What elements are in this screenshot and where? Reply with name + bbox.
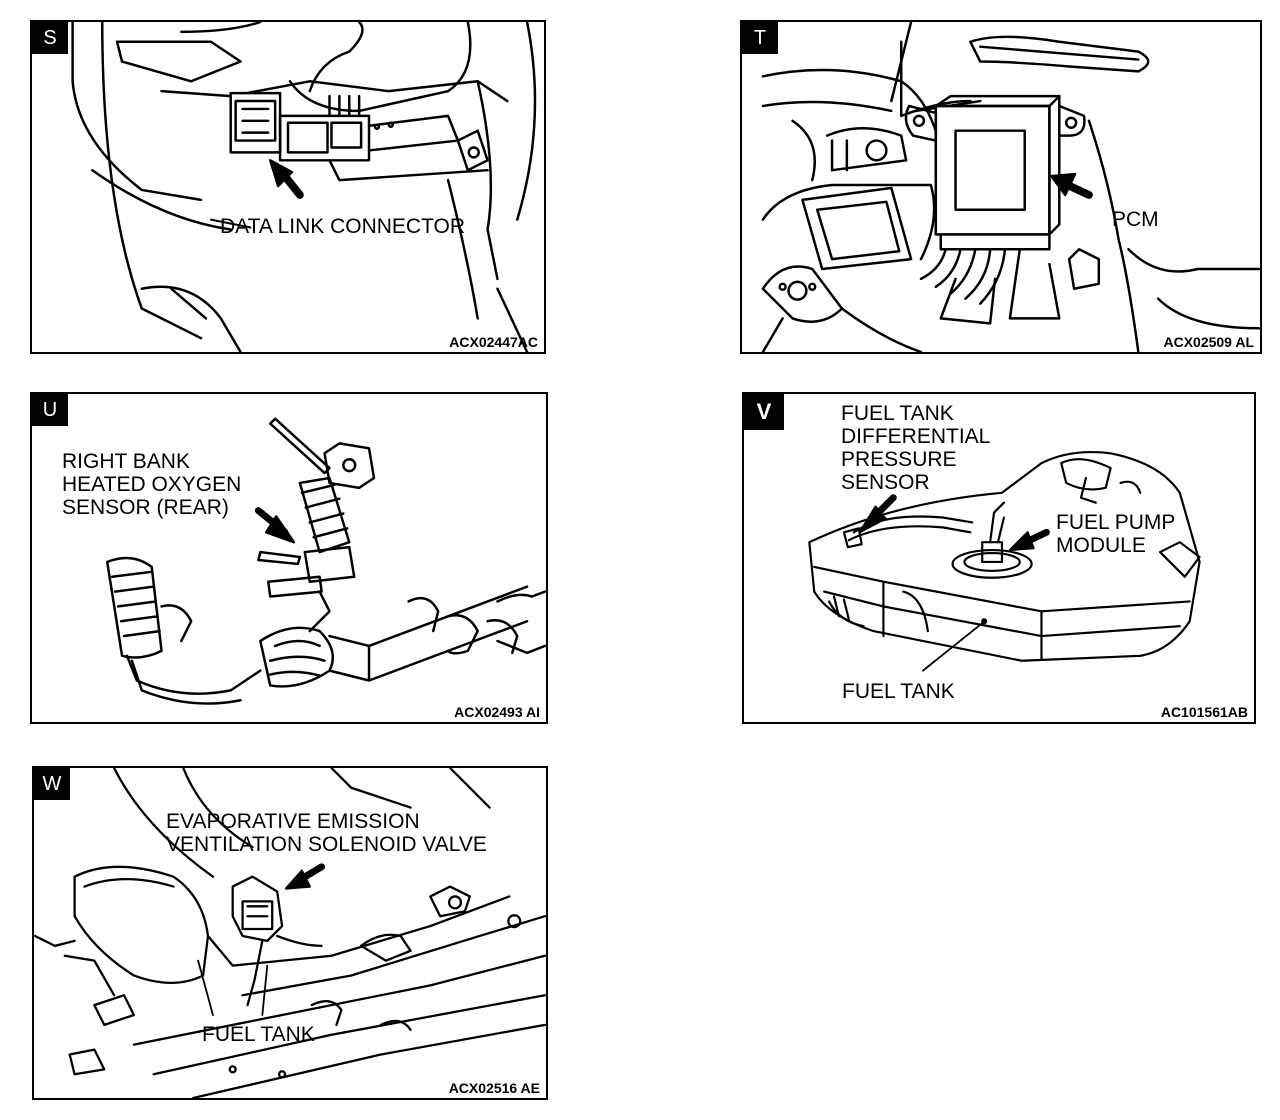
exhaust-oxygen-sensor-illustration xyxy=(105,417,546,705)
right-bank-label-line-2: HEATED OXYGEN xyxy=(62,473,242,496)
panel-s-data-link-connector: S DATA LINK CONNECTOR ACX02447AC xyxy=(30,20,546,354)
panel-u-figure-code: ACX02493 AI xyxy=(454,704,540,720)
panel-w-tag: W xyxy=(34,768,70,800)
evap-solenoid-illustration xyxy=(34,768,546,1098)
panel-t-figure-code: ACX02509 AL xyxy=(1163,334,1254,350)
panel-t-pcm: T PCM ACX02509 AL xyxy=(740,20,1262,354)
panel-w-evap-solenoid: W EVAPORATIVE EMISSION VENTILATION SOLEN… xyxy=(32,766,548,1100)
fuel-tank-label: FUEL TANK xyxy=(202,1023,315,1046)
fuel-pump-module-label-line-2: MODULE xyxy=(1056,534,1146,557)
panel-s-tag: S xyxy=(32,22,68,54)
panel-w-figure-code: ACX02516 AE xyxy=(448,1080,540,1096)
pcm-label: PCM xyxy=(1112,208,1159,231)
fuel-pump-module-label-line-1: FUEL PUMP xyxy=(1056,511,1176,534)
panel-u-oxygen-sensor: U RIGHT BANK HEATED OXYGEN SENSOR (REAR)… xyxy=(30,392,548,724)
fuel-tank-illustration xyxy=(808,450,1201,672)
panel-t-tag: T xyxy=(742,22,778,54)
evaporative-emission-label-line-1: EVAPORATIVE EMISSION xyxy=(166,810,420,833)
data-link-connector-illustration xyxy=(71,22,537,352)
fuel-tank-differential-label-line-4: SENSOR xyxy=(841,471,930,494)
panel-v-figure-code: AC101561AB xyxy=(1160,704,1248,720)
data-link-connector-label: DATA LINK CONNECTOR xyxy=(220,215,466,238)
fuel-tank-differential-label-line-3: PRESSURE xyxy=(841,448,957,471)
pcm-illustration xyxy=(761,22,1260,352)
fuel-tank-differential-label-line-2: DIFFERENTIAL xyxy=(841,425,991,448)
fuel-tank-differential-label-line-1: FUEL TANK xyxy=(841,402,954,425)
panel-v-tag: V xyxy=(744,394,784,430)
panel-u-tag: U xyxy=(32,394,68,426)
fuel-tank-label: FUEL TANK xyxy=(842,680,955,703)
panel-v-fuel-tank: V FUEL TANK DIFFERENTIAL PRESSURE SENSOR… xyxy=(742,392,1256,724)
right-bank-label-line-3: SENSOR (REAR) xyxy=(62,496,229,519)
right-bank-label-line-1: RIGHT BANK xyxy=(62,450,190,473)
panel-s-figure-code: ACX02447AC xyxy=(449,334,538,350)
evaporative-emission-label-line-2: VENTILATION SOLENOID VALVE xyxy=(166,833,487,856)
